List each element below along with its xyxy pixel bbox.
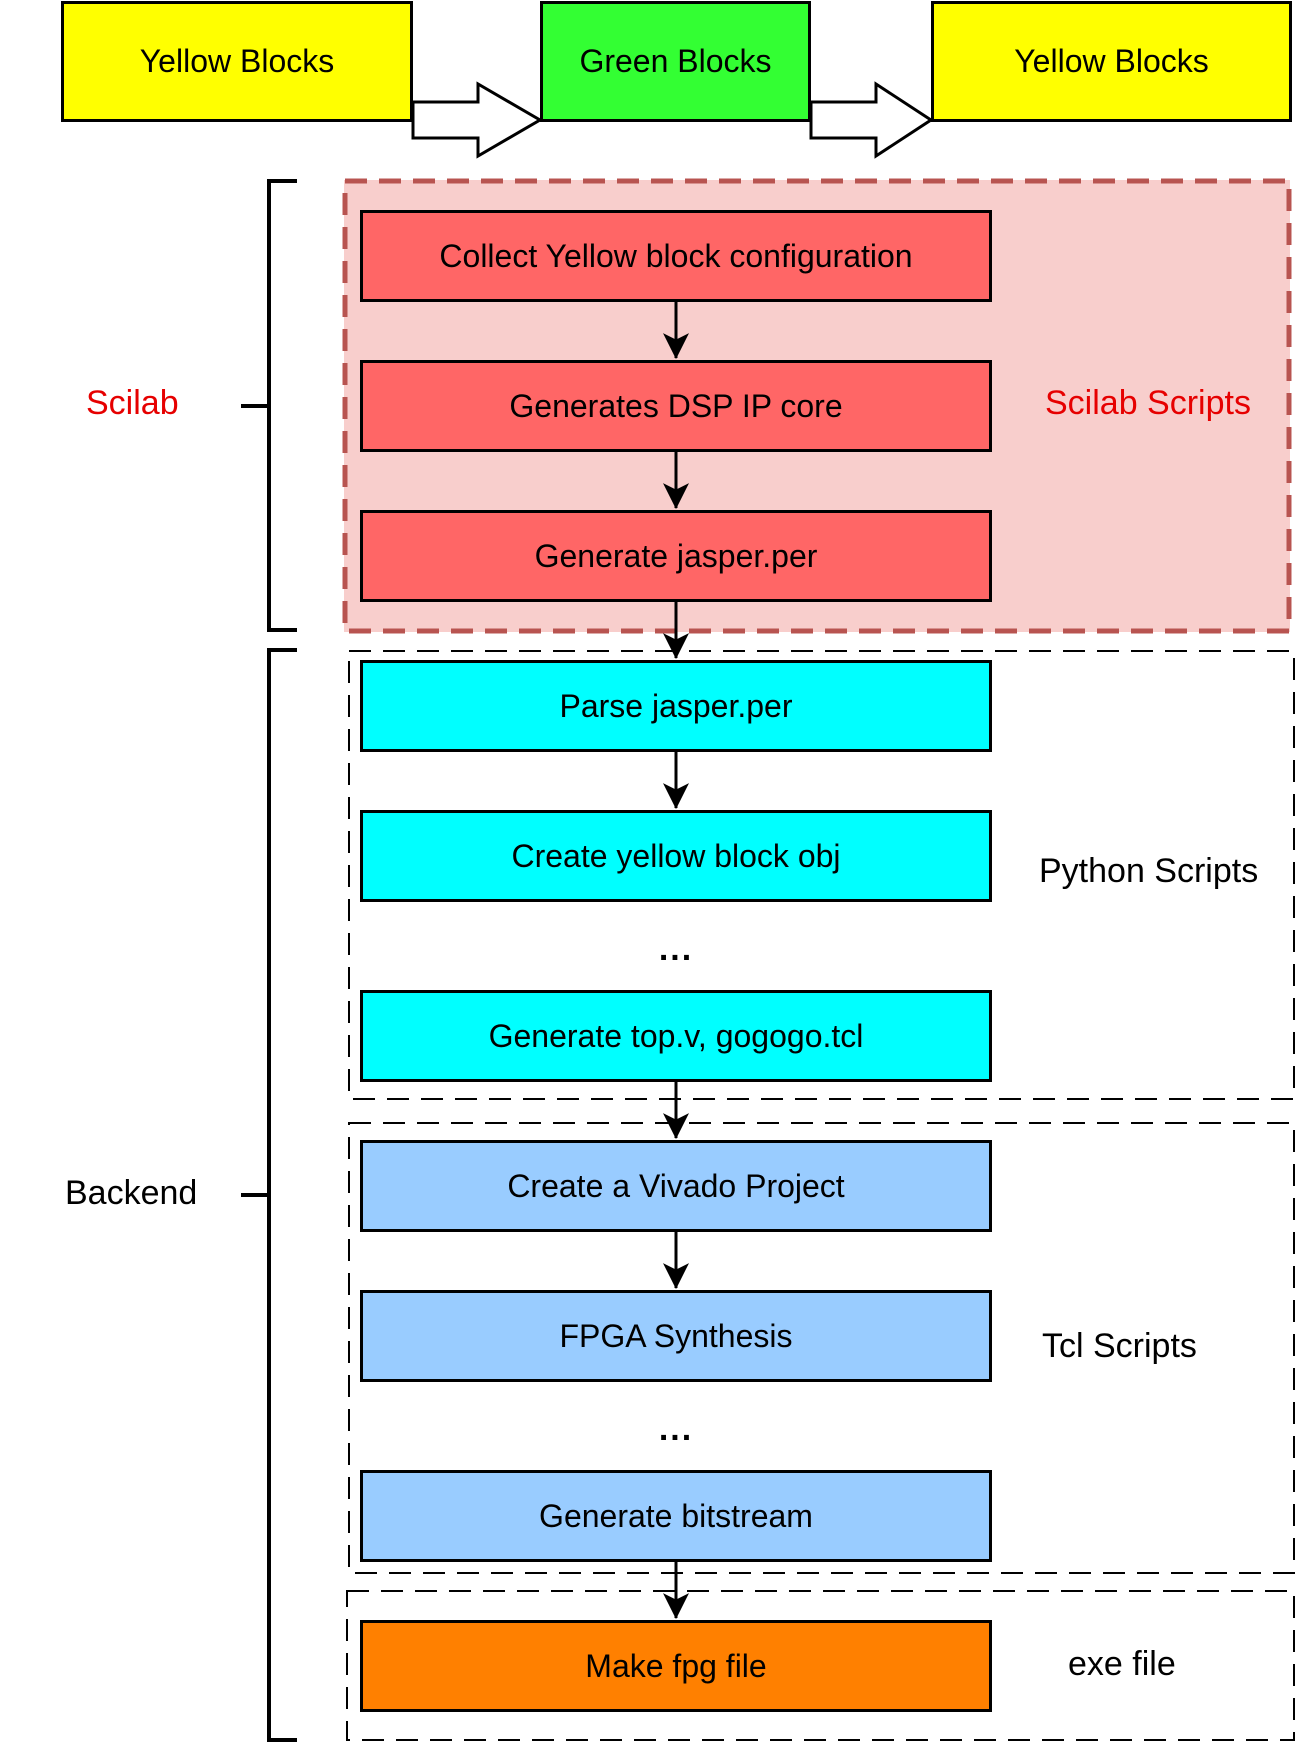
step-generate-bitstream: Generate bitstream: [360, 1470, 992, 1562]
step-create-vivado-label: Create a Vivado Project: [507, 1167, 845, 1204]
step-parse-jasper-label: Parse jasper.per: [559, 687, 793, 724]
tcl-scripts-label: Tcl Scripts: [1042, 1327, 1197, 1365]
python-scripts-label: Python Scripts: [1039, 852, 1259, 890]
backend-bracket-label: Backend: [65, 1174, 198, 1212]
top-green-blocks-label: Green Blocks: [579, 43, 772, 79]
scilab-scripts-label: Scilab Scripts: [1045, 384, 1251, 422]
top-arrow-2: [809, 81, 934, 159]
top-green-blocks-box: Green Blocks: [540, 1, 811, 122]
step-generate-jasper: Generate jasper.per: [360, 510, 992, 602]
python-ellipsis: ...: [658, 930, 694, 968]
top-yellow-blocks-label-2: Yellow Blocks: [1014, 43, 1209, 79]
step-generate-jasper-label: Generate jasper.per: [534, 537, 818, 574]
top-arrow-1: [411, 81, 543, 159]
step-create-obj: Create yellow block obj: [360, 810, 992, 902]
top-yellow-blocks-box-1: Yellow Blocks: [61, 1, 413, 122]
step-fpga-synthesis-label: FPGA Synthesis: [559, 1317, 793, 1354]
step-generate-top: Generate top.v, gogogo.tcl: [360, 990, 992, 1082]
step-parse-jasper: Parse jasper.per: [360, 660, 992, 752]
step-generate-dsp: Generates DSP IP core: [360, 360, 992, 452]
scilab-bracket-label: Scilab: [86, 384, 179, 422]
step-collect-config: Collect Yellow block configuration: [360, 210, 992, 302]
step-create-vivado: Create a Vivado Project: [360, 1140, 992, 1232]
step-create-obj-label: Create yellow block obj: [511, 837, 841, 874]
step-fpga-synthesis: FPGA Synthesis: [360, 1290, 992, 1382]
step-generate-dsp-label: Generates DSP IP core: [509, 387, 843, 424]
step-make-fpg-label: Make fpg file: [585, 1647, 767, 1684]
top-yellow-blocks-label-1: Yellow Blocks: [139, 43, 335, 79]
top-yellow-blocks-box-2: Yellow Blocks: [931, 1, 1292, 122]
tcl-ellipsis: ...: [658, 1410, 694, 1448]
step-generate-top-label: Generate top.v, gogogo.tcl: [488, 1017, 864, 1054]
scilab-bracket: [267, 179, 297, 632]
backend-bracket: [267, 648, 297, 1742]
step-collect-config-label: Collect Yellow block configuration: [439, 237, 913, 274]
step-make-fpg: Make fpg file: [360, 1620, 992, 1712]
step-generate-bitstream-label: Generate bitstream: [539, 1497, 813, 1534]
exe-file-label: exe file: [1068, 1645, 1176, 1683]
